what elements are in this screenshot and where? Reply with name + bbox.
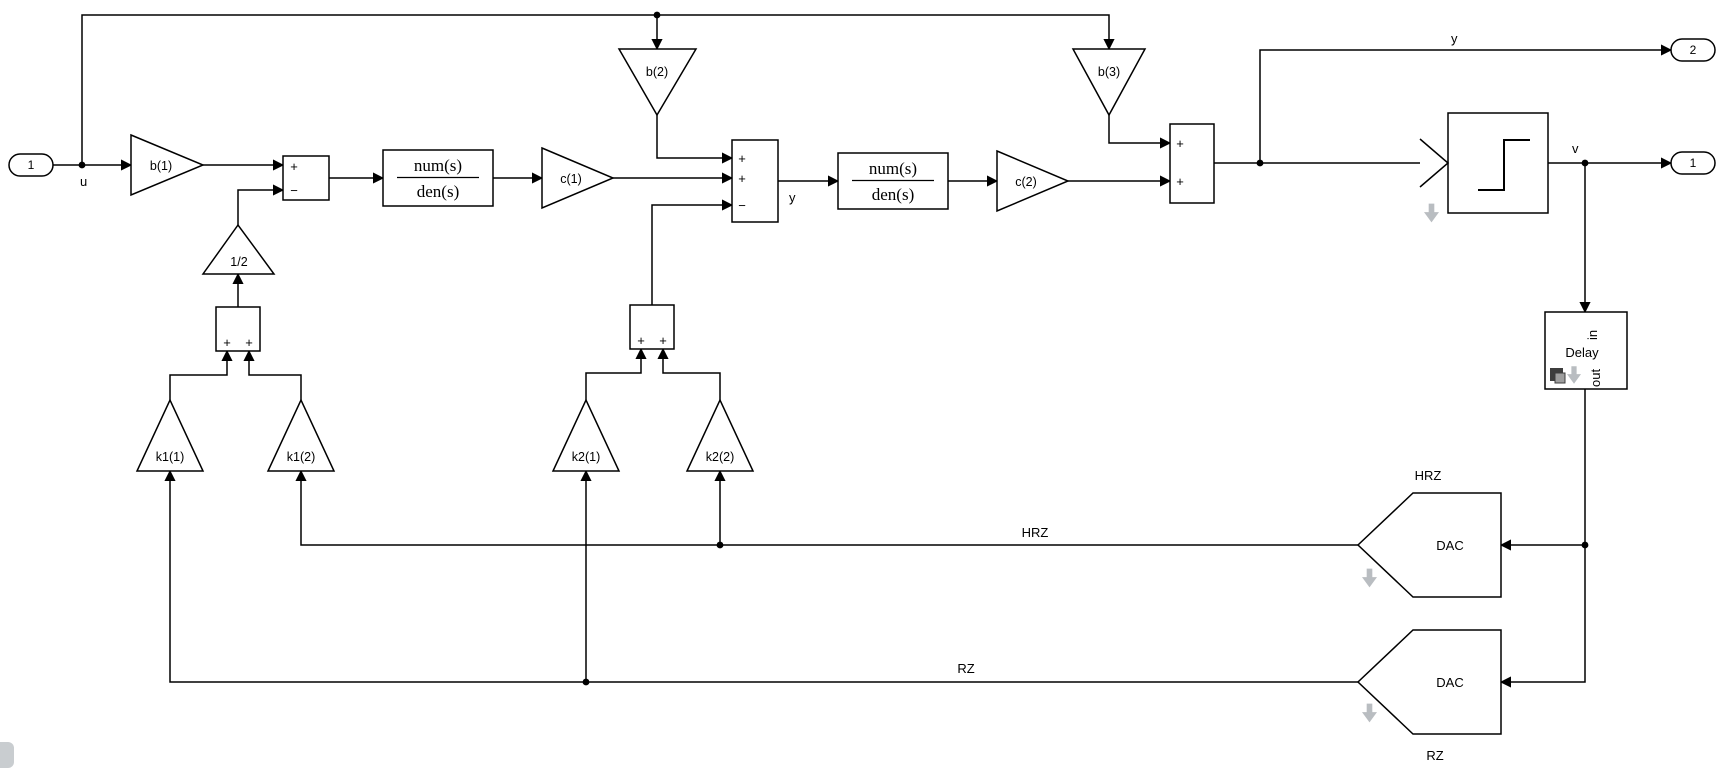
outport-1-label: 1 [1690,156,1697,170]
wire-sum5-sum2[interactable] [651,199,734,305]
gain-c2-label: c(2) [1015,175,1037,189]
wire-k22-sum5[interactable] [657,347,721,400]
wire-hrz-feedback[interactable] [295,469,1358,546]
sum-4[interactable]: + + [215,306,261,352]
sum-1-minus: − [290,183,298,198]
outport-2[interactable]: 2 [1670,38,1716,62]
wire-k12-sum4[interactable] [243,349,302,400]
outport-1[interactable]: 1 [1670,151,1716,175]
signal-label-hrz: HRZ [1022,525,1049,540]
down-arrow-badge-icon[interactable] [1362,703,1377,723]
sum-4-plus2: + [245,335,253,350]
gain-c2[interactable]: c(2) [996,149,1070,213]
gain-k21[interactable]: k2(1) [551,398,621,472]
signal-label-y-out: y [1451,31,1458,46]
sum-3[interactable]: + + [1169,123,1215,204]
dac-hrz-name-label: HRZ [1415,468,1442,483]
outport-2-label: 2 [1690,43,1697,57]
dac-hrz-block[interactable]: DAC [1356,492,1502,598]
gain-b1[interactable]: b(1) [130,133,205,197]
gain-b3[interactable]: b(3) [1071,48,1147,117]
delay-name: Delay [1565,345,1599,360]
dac-rz-text: DAC [1436,675,1463,690]
gain-k12[interactable]: k1(2) [266,398,336,472]
signal-label-rz: RZ [957,661,974,676]
wire-branch-out2[interactable] [1259,44,1673,163]
delay-in-label: in [1585,330,1600,340]
sum-3-plus1: + [1176,136,1184,151]
wire-b3-sum3[interactable] [1108,115,1172,149]
wire-u-bus-b3[interactable] [81,14,1115,165]
transfer-fcn-2[interactable]: num(s) den(s) [837,152,949,210]
wire-rz-feedback[interactable] [164,469,1358,683]
gain-k11[interactable]: k1(1) [135,398,205,472]
gain-k22-label: k2(2) [706,450,734,464]
signal-label-u: u [80,174,87,189]
image-icon-layer [1554,372,1566,384]
transfer-fcn-2-num: num(s) [869,159,917,178]
sum-2[interactable]: + + − [731,139,779,223]
transfer-fcn-2-den: den(s) [872,185,914,204]
dac-rz-block[interactable]: DAC [1356,629,1502,735]
sum-2-plus2: + [738,171,746,186]
wire-b2-sum2[interactable] [656,115,734,164]
wire-k11-sum4[interactable] [169,349,233,400]
gain-k11-label: k1(1) [156,450,184,464]
gain-k21-label: k2(1) [572,450,600,464]
sum-2-minus: − [738,198,746,213]
step-icon [1478,139,1530,191]
transfer-fcn-1-den: den(s) [417,182,459,201]
gain-b2-label: b(2) [646,65,668,79]
junction-dot [1581,541,1589,549]
gain-c1-label: c(1) [560,172,582,186]
palette-handle[interactable] [0,742,14,768]
down-arrow-badge-icon[interactable] [1362,568,1377,588]
gain-half[interactable]: 1/2 [201,223,276,275]
input-chevron-icon [1419,138,1450,188]
transfer-fcn-1[interactable]: num(s) den(s) [382,149,494,207]
sum-5-plus1: + [637,333,645,348]
dac-rz-name-label: RZ [1426,748,1443,763]
sum-5[interactable]: + + [629,304,675,350]
signal-label-v: v [1572,141,1579,156]
sum-5-plus2: + [659,333,667,348]
junction-dot [1256,159,1264,167]
delay-block[interactable]: in Delay out [1544,311,1628,390]
wire-k21-sum5[interactable] [585,347,647,400]
relay-block[interactable] [1419,112,1549,223]
junction-dot [78,161,86,169]
gain-k12-label: k1(2) [287,450,315,464]
sum-1-plus: + [290,159,298,174]
junction-dot [1581,159,1589,167]
gain-b2[interactable]: b(2) [617,48,698,117]
sum-4-plus1: + [223,335,231,350]
signal-label-y-mid: y [789,190,796,205]
sum-2-plus1: + [738,151,746,166]
down-arrow-badge-icon[interactable] [1424,203,1439,223]
dac-hrz-text: DAC [1436,538,1463,553]
gain-b1-label: b(1) [150,159,172,173]
wire-delay-dac-rz[interactable] [1499,389,1586,688]
junction-dot [653,11,661,19]
sum-1[interactable]: + − [282,155,330,201]
gain-c1[interactable]: c(1) [541,146,615,210]
gain-k22[interactable]: k2(2) [685,398,755,472]
inport-1[interactable]: 1 [8,153,54,177]
wire-half-sum1[interactable] [237,184,285,225]
inport-1-label: 1 [28,158,35,172]
delay-out-label: out [1588,369,1603,387]
junction-dot [716,541,724,549]
gain-half-label: 1/2 [230,255,247,269]
transfer-fcn-1-num: num(s) [414,156,462,175]
junction-dot [582,678,590,686]
gain-b3-label: b(3) [1098,65,1120,79]
sum-3-plus2: + [1176,174,1184,189]
